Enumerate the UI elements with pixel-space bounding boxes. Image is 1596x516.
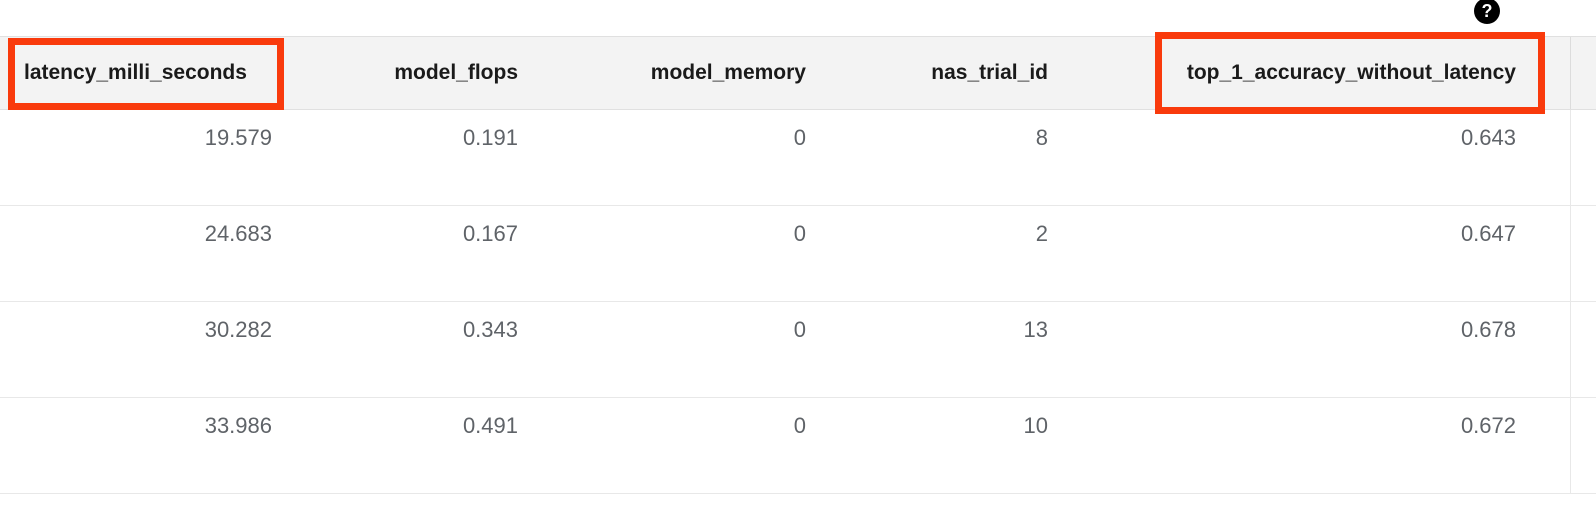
table-row[interactable]: 30.282 0.343 0 13 0.678 [0, 302, 1596, 398]
cell-latency_milli_seconds: 33.986 [204, 413, 272, 438]
cell-model_memory: 0 [793, 125, 806, 150]
table-row[interactable]: 19.579 0.191 0 8 0.643 [0, 110, 1596, 206]
column-divider [1570, 302, 1571, 397]
table-header-row: latency_milli_seconds model_flops model_me… [0, 36, 1596, 110]
cell-latency_milli_seconds: 24.683 [204, 221, 272, 246]
column-divider [1570, 206, 1571, 301]
column-divider [1570, 398, 1571, 493]
cell-top_1_accuracy_without_latency: 0.672 [1460, 413, 1516, 438]
cell-nas_trial_id: 8 [1035, 125, 1048, 150]
cell-model_flops: 0.167 [462, 221, 518, 246]
column-divider [1570, 110, 1571, 205]
cell-latency_milli_seconds: 19.579 [204, 125, 272, 150]
toolbar-strip: ? [0, 0, 1596, 36]
cell-nas_trial_id: 13 [1023, 317, 1048, 342]
table-row[interactable]: 24.683 0.167 0 2 0.647 [0, 206, 1596, 302]
column-header-nas_trial_id[interactable]: nas_trial_id [931, 61, 1048, 84]
cell-top_1_accuracy_without_latency: 0.643 [1460, 125, 1516, 150]
column-header-model_memory[interactable]: model_memory [650, 61, 806, 84]
table-body: 19.579 0.191 0 8 0.643 24.683 0.167 0 2 0.647 30.2… [0, 110, 1596, 494]
cell-model_memory: 0 [793, 317, 806, 342]
column-header-top_1_accuracy_without_latency[interactable]: top_1_accuracy_without_latency [1186, 61, 1516, 84]
column-header-model_flops[interactable]: model_flops [394, 61, 518, 84]
cell-top_1_accuracy_without_latency: 0.678 [1460, 317, 1516, 342]
table-row[interactable]: 33.986 0.491 0 10 0.672 [0, 398, 1596, 494]
help-question-icon[interactable]: ? [1474, 0, 1500, 24]
cell-nas_trial_id: 10 [1023, 413, 1048, 438]
results-table: latency_milli_seconds model_flops model_me… [0, 36, 1596, 494]
cell-model_flops: 0.191 [462, 125, 518, 150]
cell-top_1_accuracy_without_latency: 0.647 [1460, 221, 1516, 246]
cell-model_memory: 0 [793, 221, 806, 246]
cell-model_memory: 0 [793, 413, 806, 438]
cell-latency_milli_seconds: 30.282 [204, 317, 272, 342]
cell-model_flops: 0.343 [462, 317, 518, 342]
cell-nas_trial_id: 2 [1035, 221, 1048, 246]
column-header-latency_milli_seconds[interactable]: latency_milli_seconds [24, 61, 247, 84]
cell-model_flops: 0.491 [462, 413, 518, 438]
column-divider[interactable] [1570, 37, 1571, 109]
